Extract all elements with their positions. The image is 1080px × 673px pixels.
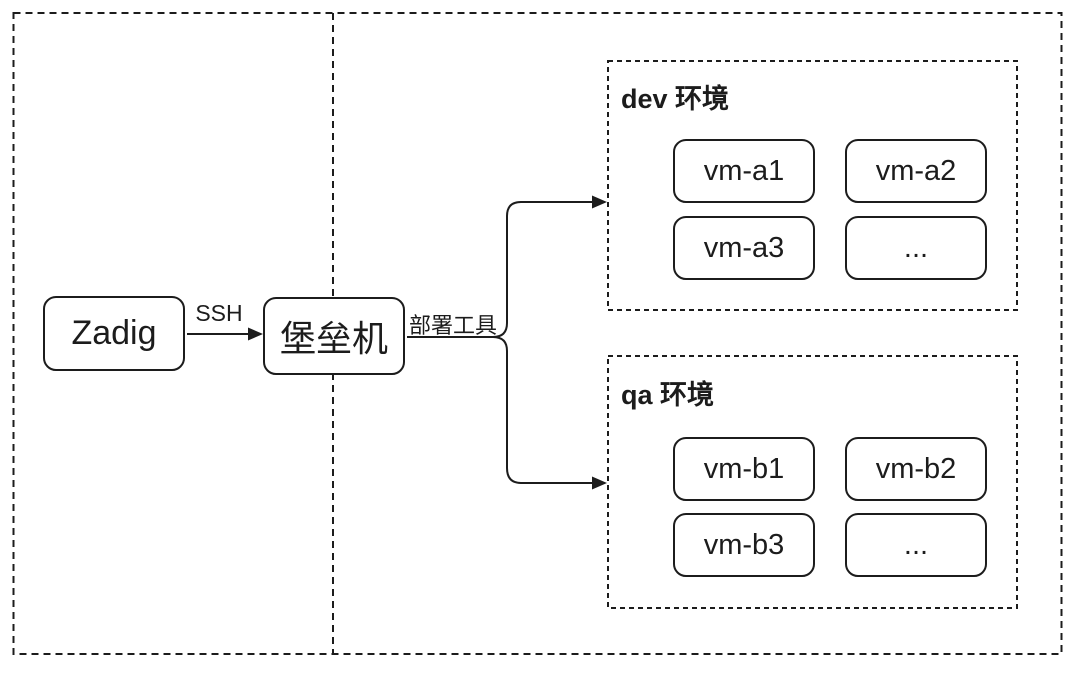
vm-node-qa-1: vm-b1 [673, 437, 815, 501]
vm-node-dev-1: vm-a1 [673, 139, 815, 203]
node-zadig: Zadig [43, 296, 185, 371]
vm-label: vm-b3 [703, 528, 785, 561]
node-bastion: 堡垒机 [263, 297, 405, 375]
edge-label-deploy: 部署工具 [409, 313, 498, 338]
qa-group-border [607, 355, 1018, 609]
deploy-edge-dev [407, 201, 592, 338]
ssh-arrowhead-icon [248, 327, 263, 341]
deploy-edge-qa [492, 336, 592, 484]
vm-label: ... [903, 231, 929, 264]
vm-label: vm-a1 [703, 154, 785, 187]
vm-label: vm-a3 [703, 231, 785, 264]
dev-group-border [607, 60, 1018, 311]
vm-node-qa-3: vm-b3 [673, 513, 815, 577]
vm-node-dev-2: vm-a2 [845, 139, 987, 203]
node-bastion-label: 堡垒机 [279, 318, 388, 359]
qa-group-title: qa 环境 [621, 380, 715, 410]
vm-label: ... [903, 528, 929, 561]
edge-label-ssh: SSH [195, 300, 243, 326]
vm-node-qa-more: ... [845, 513, 987, 577]
outer-dashed-border [12, 12, 1063, 655]
vm-label: vm-b2 [875, 452, 957, 485]
deploy-dev-arrowhead-icon [592, 195, 607, 209]
node-zadig-label: Zadig [71, 314, 157, 352]
vm-label: vm-b1 [703, 452, 785, 485]
vm-node-dev-more: ... [845, 216, 987, 280]
deploy-qa-arrowhead-icon [592, 476, 607, 490]
vm-node-qa-2: vm-b2 [845, 437, 987, 501]
dev-group-title: dev 环境 [621, 84, 730, 114]
vm-node-dev-3: vm-a3 [673, 216, 815, 280]
vm-label: vm-a2 [875, 154, 957, 187]
